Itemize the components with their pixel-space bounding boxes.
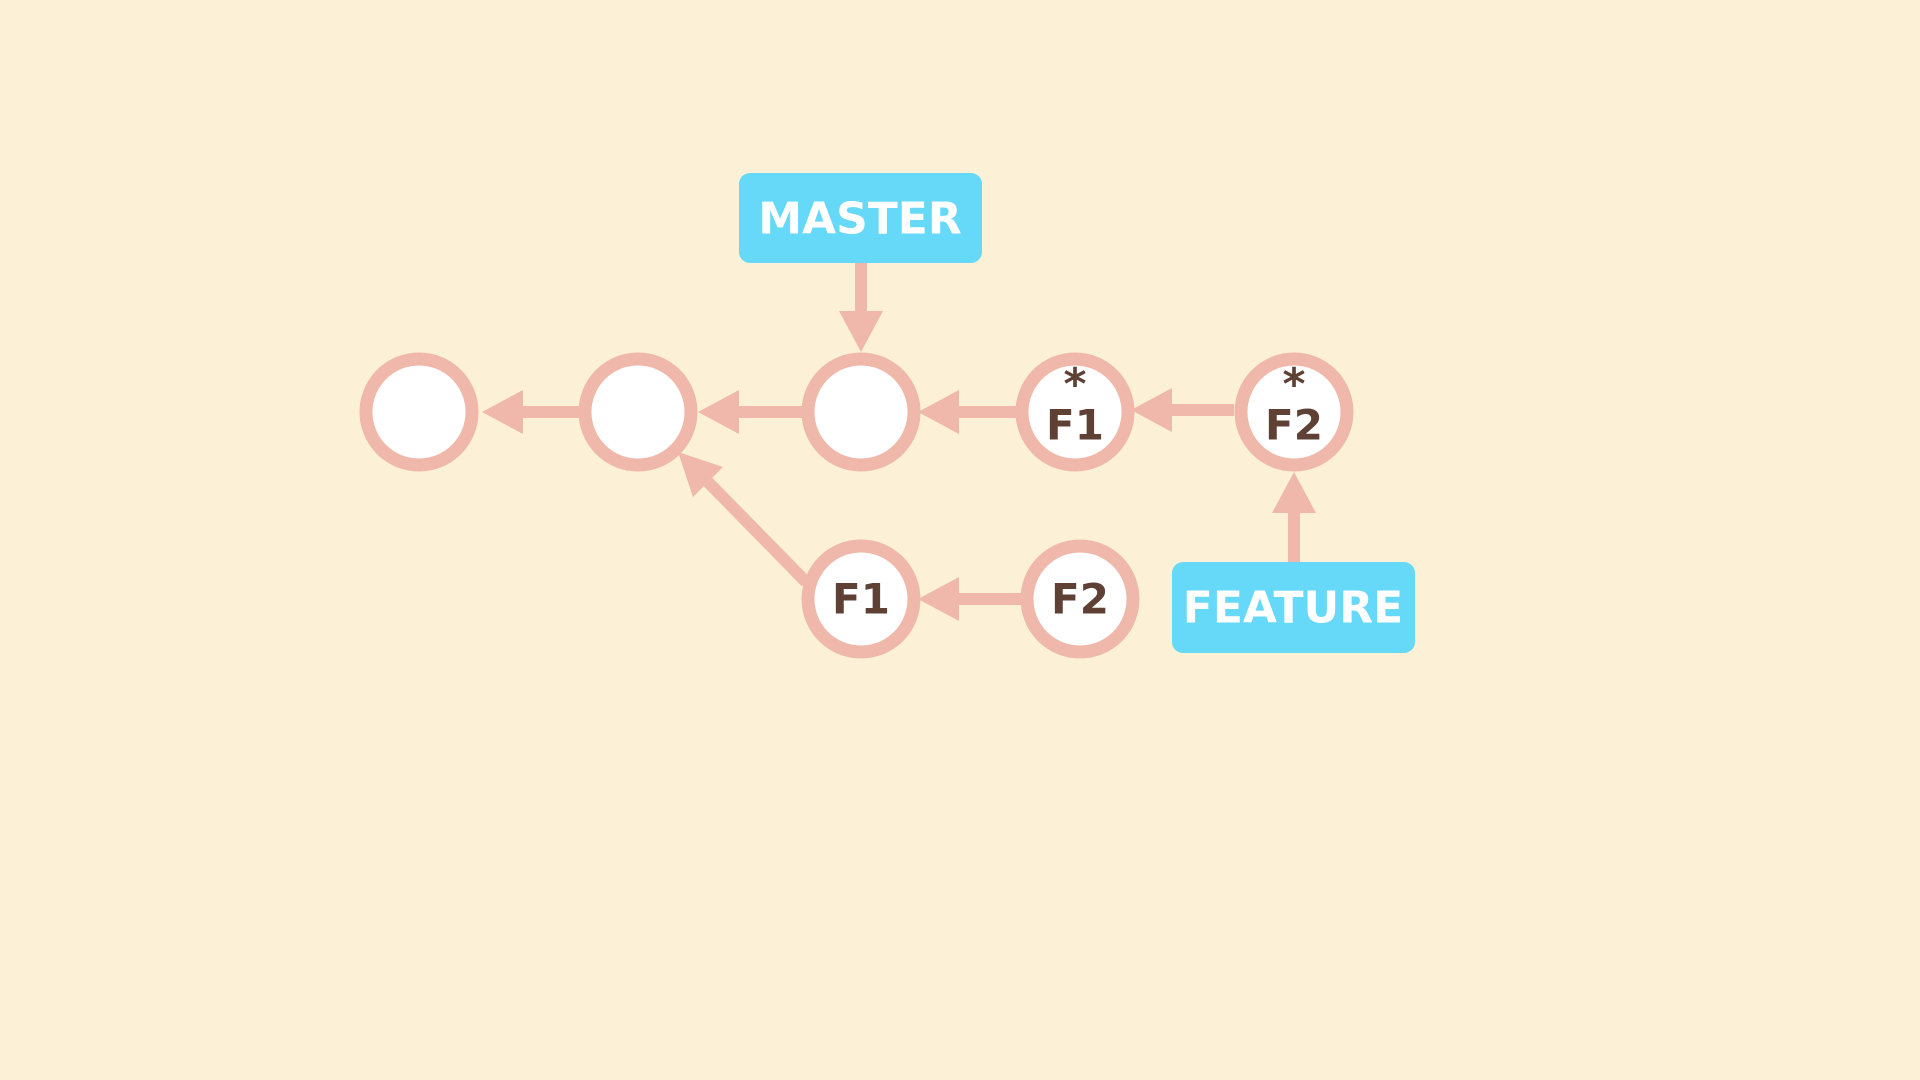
arrow-line-f1-to-c2 (703, 477, 811, 587)
branch-feature-label: FEATURE (1183, 583, 1403, 634)
commit-main-2 (578, 352, 698, 472)
branch-master: MASTER (739, 173, 982, 263)
rebased-marker: * (1282, 359, 1305, 410)
branch-feature: FEATURE (1172, 562, 1415, 653)
commit-node (1020, 539, 1140, 659)
commit-node (1234, 352, 1354, 472)
commit-label: F2 (1051, 575, 1109, 624)
commit-node (801, 352, 921, 472)
branch-feature-box (1172, 562, 1415, 653)
rebased-marker: * (1063, 359, 1086, 410)
commit-f2-original: F2 (1020, 539, 1140, 659)
branch-master-box (739, 173, 982, 263)
arrow-head-f2star-to-f1star (1131, 388, 1172, 432)
commit-f1-original: F1 (801, 539, 921, 659)
commit-f1-rebased: * F1 (1015, 352, 1135, 472)
commit-label: F1 (832, 575, 890, 624)
commit-main-3 (801, 352, 921, 472)
commit-label: F2 (1265, 401, 1323, 450)
commit-node (1015, 352, 1135, 472)
commit-label: F1 (1046, 401, 1104, 450)
branch-master-label: MASTER (758, 194, 961, 245)
arrow-head-c3-to-c2 (698, 390, 739, 434)
commit-node (359, 352, 479, 472)
commit-node (578, 352, 698, 472)
commit-main-1 (359, 352, 479, 472)
commit-node (801, 539, 921, 659)
arrow-head-f2-to-f1 (918, 577, 959, 621)
arrow-head-c2-to-c1 (482, 390, 523, 434)
arrow-head-f1star-to-c3 (918, 390, 959, 434)
history-arrows (482, 262, 1316, 621)
arrow-head-master-pointer (839, 311, 883, 352)
arrow-head-feature-pointer (1272, 472, 1316, 513)
arrow-head-f1-to-c2 (678, 452, 723, 497)
commit-f2-rebased: * F2 (1234, 352, 1354, 472)
